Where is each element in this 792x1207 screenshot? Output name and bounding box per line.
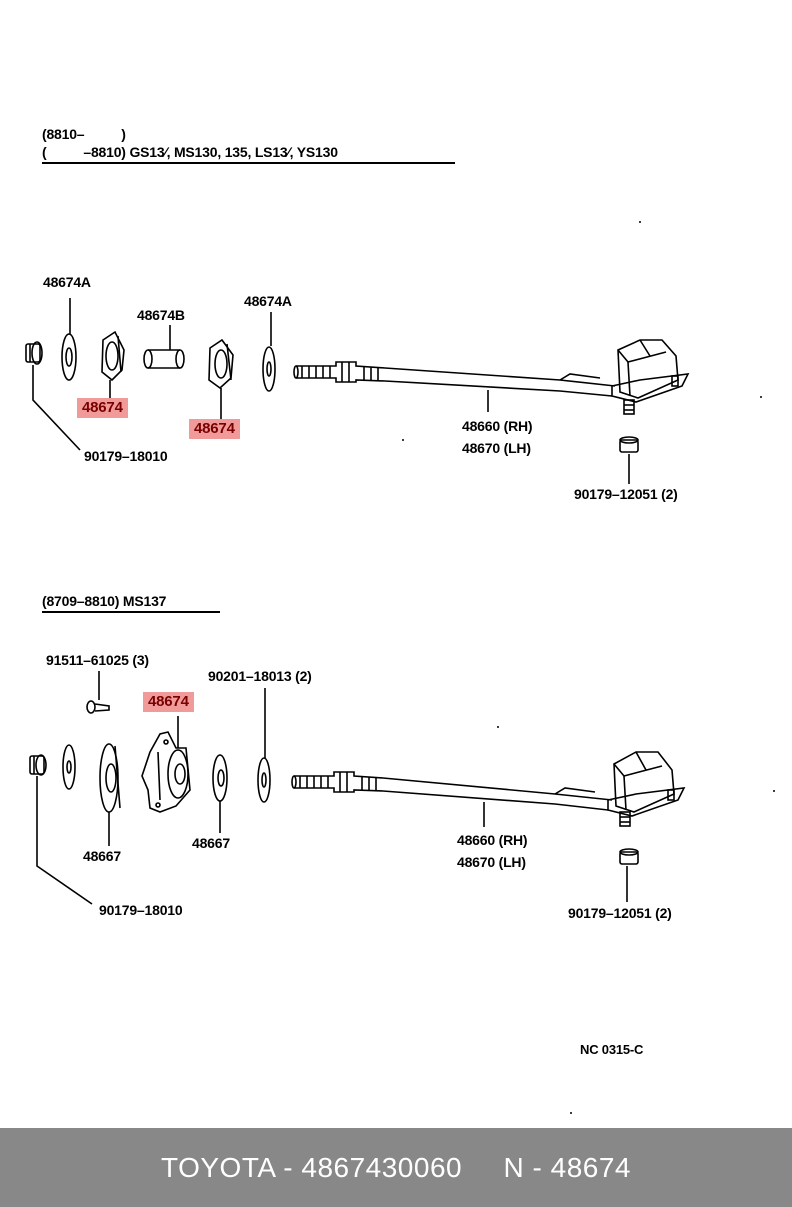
section2-drawing — [29, 671, 686, 905]
strut-rod — [293, 361, 616, 397]
label-48674B: 48674B — [137, 307, 185, 323]
footer-sep2: - — [524, 1152, 551, 1183]
washer-part — [61, 333, 77, 381]
cushion-bracket — [141, 731, 191, 813]
section1-header-line1: (8810– ) — [42, 126, 126, 142]
washer-part — [212, 754, 228, 802]
label-90201-18013: 90201–18013 (2) — [208, 668, 312, 684]
label-48660-rh: 48660 (RH) — [462, 418, 533, 434]
section2-header: (8709–8810) MS137 — [42, 593, 167, 609]
label-48674-highlight-2[interactable]: 48674 — [189, 419, 240, 439]
nut-part — [25, 341, 43, 365]
label-48670-lh-s2: 48670 (LH) — [457, 854, 526, 870]
collar-part — [143, 349, 185, 369]
footer-prefix: N — [503, 1152, 525, 1183]
scan-dots — [402, 221, 775, 1114]
washer-part — [62, 744, 76, 790]
washer-part — [262, 346, 276, 392]
label-48674A-left: 48674A — [43, 274, 91, 290]
label-91511-61025: 91511–61025 (3) — [46, 652, 149, 668]
cushion-part — [208, 338, 234, 390]
label-48674-highlight-3[interactable]: 48674 — [143, 692, 194, 712]
bolt-part — [86, 700, 110, 714]
label-48670-lh: 48670 (LH) — [462, 440, 531, 456]
footer-gap — [462, 1152, 503, 1183]
footer-part-number: 4867430060 — [301, 1152, 463, 1183]
nut-part — [619, 848, 639, 865]
label-90179-18010: 90179–18010 — [84, 448, 168, 464]
section1-drawing — [25, 298, 690, 484]
section1-header-underline — [42, 162, 455, 164]
section2-header-underline — [42, 611, 220, 613]
label-90179-18010-s2: 90179–18010 — [99, 902, 183, 918]
mount-bracket — [607, 751, 686, 827]
strut-rod — [291, 771, 613, 811]
label-48660-rh-s2: 48660 (RH) — [457, 832, 528, 848]
label-48674-highlight-1[interactable]: 48674 — [77, 398, 128, 418]
washer-part — [257, 757, 271, 803]
footer-bar: TOYOTA - 4867430060 N - 48674 — [0, 1128, 792, 1207]
diagram-code: NC 0315-C — [580, 1042, 644, 1057]
nut-part — [619, 436, 639, 453]
footer-ref: 48674 — [550, 1152, 632, 1183]
footer-brand: TOYOTA — [160, 1152, 275, 1183]
section1-header-line2: ( –8810) GS13∕, MS130, 135, LS13∕, YS130 — [42, 144, 338, 160]
label-48667-left: 48667 — [83, 848, 121, 864]
cushion-part — [101, 330, 125, 382]
nut-part — [29, 754, 47, 776]
label-48667-right: 48667 — [192, 835, 230, 851]
footer-sep1: - — [274, 1152, 302, 1183]
cushion-part — [99, 743, 121, 813]
mount-bracket — [611, 339, 690, 415]
label-90179-12051-s2: 90179–12051 (2) — [568, 905, 672, 921]
label-90179-12051: 90179–12051 (2) — [574, 486, 678, 502]
parts-diagram — [25, 221, 775, 1114]
label-48674A-right: 48674A — [244, 293, 292, 309]
